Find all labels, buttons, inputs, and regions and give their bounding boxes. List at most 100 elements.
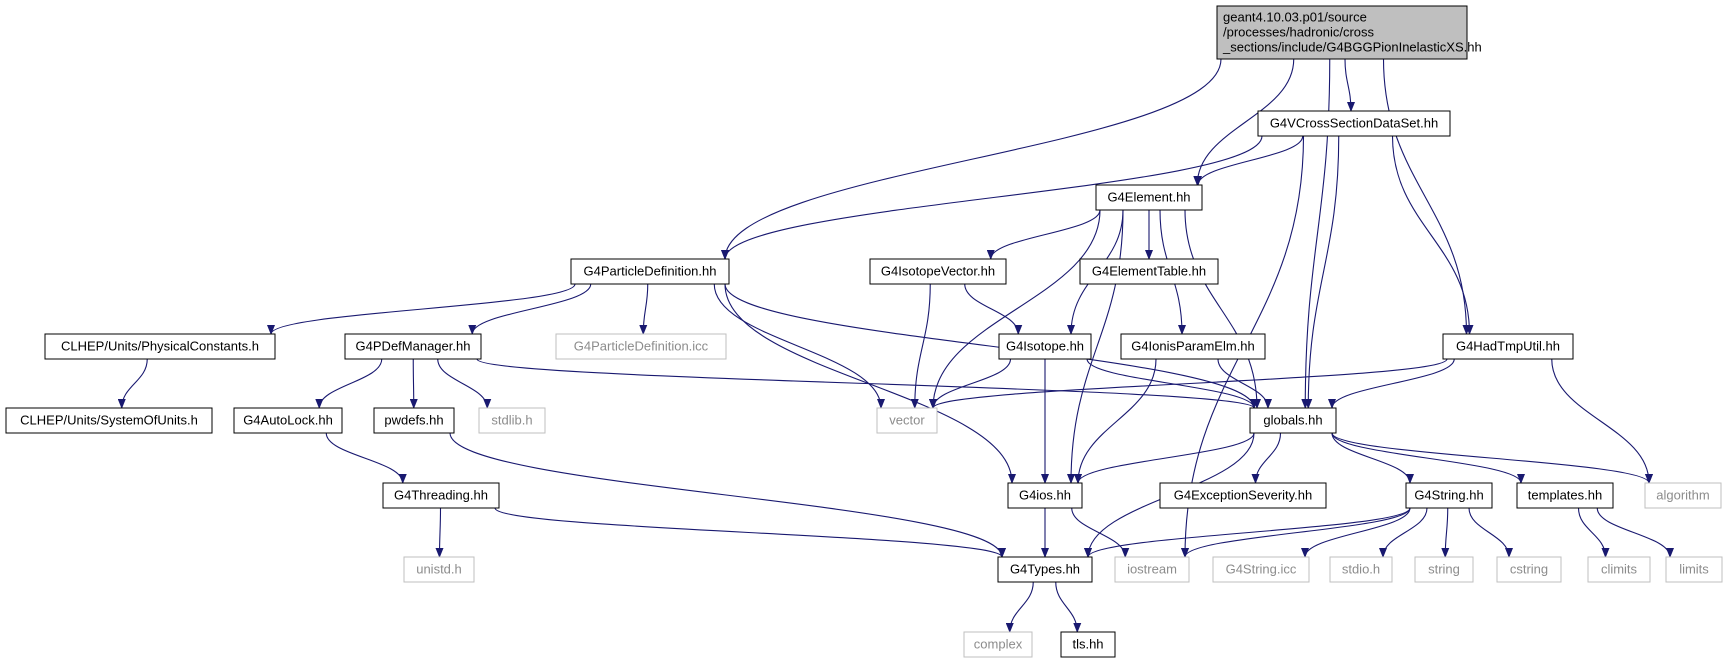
node-label-vector: vector	[889, 413, 925, 428]
node-label-g4string: G4String.hh	[1414, 488, 1483, 503]
node-box-hadtmputil	[1442, 333, 1574, 360]
node-box-ionisparam	[1120, 333, 1266, 360]
edge-g4string-to-iostream	[1181, 507, 1411, 558]
edge-hadtmputil-to-globals	[1328, 358, 1455, 409]
node-label-ionisparam: G4IonisParamElm.hh	[1131, 339, 1255, 354]
edge-g4string-to-stdio	[1379, 507, 1428, 558]
node-g4stringicc: G4String.icc	[1212, 556, 1310, 583]
node-box-threading	[382, 482, 500, 509]
node-g4types[interactable]: G4Types.hh	[997, 556, 1093, 583]
node-box-limits	[1665, 556, 1723, 583]
edge-particledef-to-vector	[713, 283, 885, 409]
node-label-pdefmanager: G4PDefManager.hh	[356, 339, 471, 354]
node-label-g4ios: G4ios.hh	[1019, 488, 1071, 503]
node-elementtable[interactable]: G4ElementTable.hh	[1079, 258, 1219, 285]
node-complex: complex	[963, 631, 1033, 658]
node-g4string[interactable]: G4String.hh	[1405, 482, 1493, 509]
node-label-isotope: G4Isotope.hh	[1006, 339, 1084, 354]
node-label-systemofunits: CLHEP/Units/SystemOfUnits.h	[20, 413, 198, 428]
node-label-root: /processes/hadronic/cross	[1223, 25, 1375, 40]
edge-pdefmanager-to-pwdefs	[409, 358, 418, 409]
edge-g4types-to-complex	[1005, 581, 1034, 633]
node-box-autolock	[233, 407, 343, 434]
edge-root-to-vcross	[1344, 58, 1355, 112]
node-box-particledeficc	[555, 333, 727, 360]
edge-globals-to-algorithm	[1331, 432, 1653, 484]
node-vector: vector	[876, 407, 938, 434]
node-globals[interactable]: globals.hh	[1249, 407, 1337, 434]
node-threading[interactable]: G4Threading.hh	[382, 482, 500, 509]
node-label-particledeficc: G4ParticleDefinition.icc	[574, 339, 709, 354]
edge-root-to-hadtmputil	[1382, 58, 1471, 335]
node-cstring: cstring	[1496, 556, 1562, 583]
node-box-stdio	[1329, 556, 1393, 583]
node-exceptionseverity[interactable]: G4ExceptionSeverity.hh	[1159, 482, 1327, 509]
node-pwdefs[interactable]: pwdefs.hh	[373, 407, 455, 434]
node-autolock[interactable]: G4AutoLock.hh	[233, 407, 343, 434]
node-label-cstring: cstring	[1510, 562, 1548, 577]
node-label-vcross: G4VCrossSectionDataSet.hh	[1270, 116, 1438, 131]
node-stdlib: stdlib.h	[478, 407, 546, 434]
edge-threading-to-unistd	[435, 507, 444, 558]
edge-particledef-to-pdefmanager	[468, 283, 592, 335]
node-box-root	[1216, 5, 1468, 60]
edge-particledef-to-globals	[724, 283, 1258, 409]
node-label-tls: tls.hh	[1072, 637, 1103, 652]
node-box-templates	[1516, 482, 1614, 509]
edge-hadtmputil-to-algorithm	[1551, 358, 1653, 484]
node-root[interactable]: geant4.10.03.p01/source/processes/hadron…	[1216, 5, 1482, 60]
edge-element-to-vector	[929, 209, 1101, 409]
node-label-particledef: G4ParticleDefinition.hh	[584, 264, 717, 279]
node-box-element	[1095, 184, 1203, 211]
edge-pdefmanager-to-autolock	[315, 358, 383, 409]
node-box-physconst	[44, 333, 276, 360]
node-physconst[interactable]: CLHEP/Units/PhysicalConstants.h	[44, 333, 276, 360]
edge-ionisparam-to-globals	[1217, 358, 1272, 409]
node-box-complex	[963, 631, 1033, 658]
node-particledef[interactable]: G4ParticleDefinition.hh	[570, 258, 730, 285]
node-box-climits	[1587, 556, 1651, 583]
node-stdio: stdio.h	[1329, 556, 1393, 583]
node-box-g4stringicc	[1212, 556, 1310, 583]
edge-g4ios-to-iostream	[1071, 507, 1130, 558]
edge-g4string-to-g4types	[1084, 507, 1411, 558]
node-label-physconst: CLHEP/Units/PhysicalConstants.h	[61, 339, 259, 354]
node-label-string: string	[1428, 562, 1460, 577]
edge-particledef-to-particledeficc	[639, 283, 649, 335]
edge-templates-to-limits	[1596, 507, 1674, 558]
node-tls[interactable]: tls.hh	[1060, 631, 1116, 658]
node-label-g4stringicc: G4String.icc	[1226, 562, 1297, 577]
edge-element-to-globals	[1184, 209, 1261, 409]
edge-isotopevector-to-vector	[910, 283, 931, 409]
node-box-vcross	[1257, 110, 1451, 137]
node-pdefmanager[interactable]: G4PDefManager.hh	[344, 333, 482, 360]
node-isotopevector[interactable]: G4IsotopeVector.hh	[869, 258, 1007, 285]
node-label-templates: templates.hh	[1528, 488, 1602, 503]
node-vcross[interactable]: G4VCrossSectionDataSet.hh	[1257, 110, 1451, 137]
node-systemofunits[interactable]: CLHEP/Units/SystemOfUnits.h	[5, 407, 213, 434]
edge-element-to-isotopevector	[986, 209, 1101, 260]
node-label-limits: limits	[1679, 562, 1709, 577]
node-ionisparam[interactable]: G4IonisParamElm.hh	[1120, 333, 1266, 360]
node-isotope[interactable]: G4Isotope.hh	[998, 333, 1092, 360]
node-element[interactable]: G4Element.hh	[1095, 184, 1203, 211]
edge-globals-to-templates	[1331, 432, 1525, 484]
node-box-g4types	[997, 556, 1093, 583]
node-g4ios[interactable]: G4ios.hh	[1007, 482, 1083, 509]
edge-root-to-particledef	[721, 58, 1222, 260]
node-templates[interactable]: templates.hh	[1516, 482, 1614, 509]
node-label-elementtable: G4ElementTable.hh	[1092, 264, 1206, 279]
edge-hadtmputil-to-vector	[929, 358, 1448, 409]
node-box-elementtable	[1079, 258, 1219, 285]
node-label-algorithm: algorithm	[1656, 488, 1709, 503]
edge-globals-to-g4string	[1331, 432, 1414, 484]
node-label-stdlib: stdlib.h	[491, 413, 532, 428]
node-box-cstring	[1496, 556, 1562, 583]
edge-g4string-to-g4stringicc	[1301, 507, 1411, 558]
node-label-climits: climits	[1601, 562, 1638, 577]
node-box-iostream	[1114, 556, 1190, 583]
node-label-stdio: stdio.h	[1342, 562, 1380, 577]
node-hadtmputil[interactable]: G4HadTmpUtil.hh	[1442, 333, 1574, 360]
node-box-pdefmanager	[344, 333, 482, 360]
node-label-threading: G4Threading.hh	[394, 488, 488, 503]
